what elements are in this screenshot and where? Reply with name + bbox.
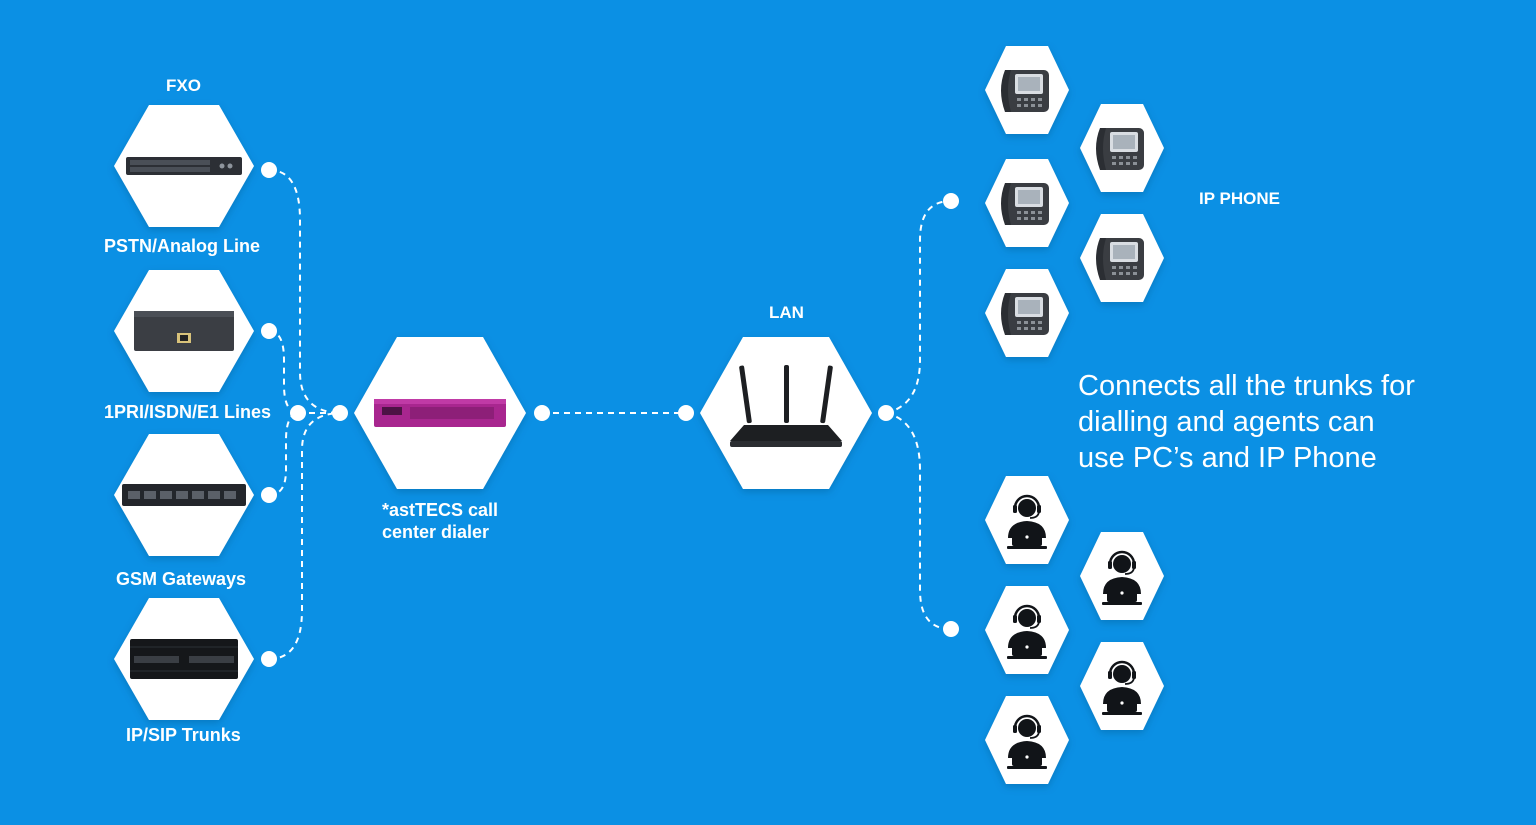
label-lan: LAN [769,303,804,322]
fxo-node [114,105,254,227]
dot-dialer-in [332,405,348,421]
ip-phone-icon [1001,70,1049,112]
agent-node [985,586,1069,674]
ip-phone-node [985,269,1069,357]
pri-node [114,270,254,392]
tagline: Connects all the trunks for dialling and… [1078,368,1518,476]
call-center-server-icon [374,399,506,427]
dot-lan-in [678,405,694,421]
connector-pri [268,330,299,414]
tagline-line-3: use PC’s and IP Phone [1078,442,1377,474]
dot-phones [943,193,959,209]
connector-dots [261,162,959,667]
pri-gateway-box-icon [134,311,234,351]
connector-fxo [268,169,341,414]
dot-fxo [261,162,277,178]
ip-phone-node [1080,104,1164,192]
label-gsm: GSM Gateways [116,569,247,589]
connector-sip [268,412,341,660]
agent-node [985,696,1069,784]
dot-agents [943,621,959,637]
gsm-node [114,434,254,556]
agent-node [1080,642,1164,730]
ip-phone-icon [1001,293,1049,335]
dot-pri [261,323,277,339]
ip-phone-icon [1096,128,1144,170]
label-ip-phone: IP PHONE [1199,189,1280,208]
ip-phone-icon [1096,238,1144,280]
dialer-node [354,337,526,489]
dot-dialer-out [534,405,550,421]
agent-node [1080,532,1164,620]
connector-lan-agents [885,412,952,630]
label-dialer-line2: center dialer [382,522,490,542]
connector-lan-phones [885,200,952,414]
ip-phone-node [985,46,1069,134]
gsm-gateway-rack-icon [122,484,246,506]
agent-node [985,476,1069,564]
connector-gsm [268,412,299,496]
label-fxo: FXO [166,76,201,95]
ip-phone-icon [1001,183,1049,225]
dot-lan-out [878,405,894,421]
label-pri: 1PRI/ISDN/E1 Lines [104,402,272,422]
tagline-line-1: Connects all the trunks for [1078,370,1415,402]
dot-sip [261,651,277,667]
lan-node [700,337,872,489]
label-pstn: PSTN/Analog Line [104,236,261,256]
rack-fxo-gateway-icon [126,157,242,175]
tagline-line-2: dialling and agents can [1078,406,1375,438]
ip-phone-node [985,159,1069,247]
sip-trunk-chassis-icon [130,639,238,679]
sip-node [114,598,254,720]
dot-junction [290,405,306,421]
label-dialer-line1: *astTECS call [382,500,499,520]
label-sip: IP/SIP Trunks [126,725,241,745]
ip-phone-node [1080,214,1164,302]
dot-gsm [261,487,277,503]
wifi-router-icon [730,365,842,447]
